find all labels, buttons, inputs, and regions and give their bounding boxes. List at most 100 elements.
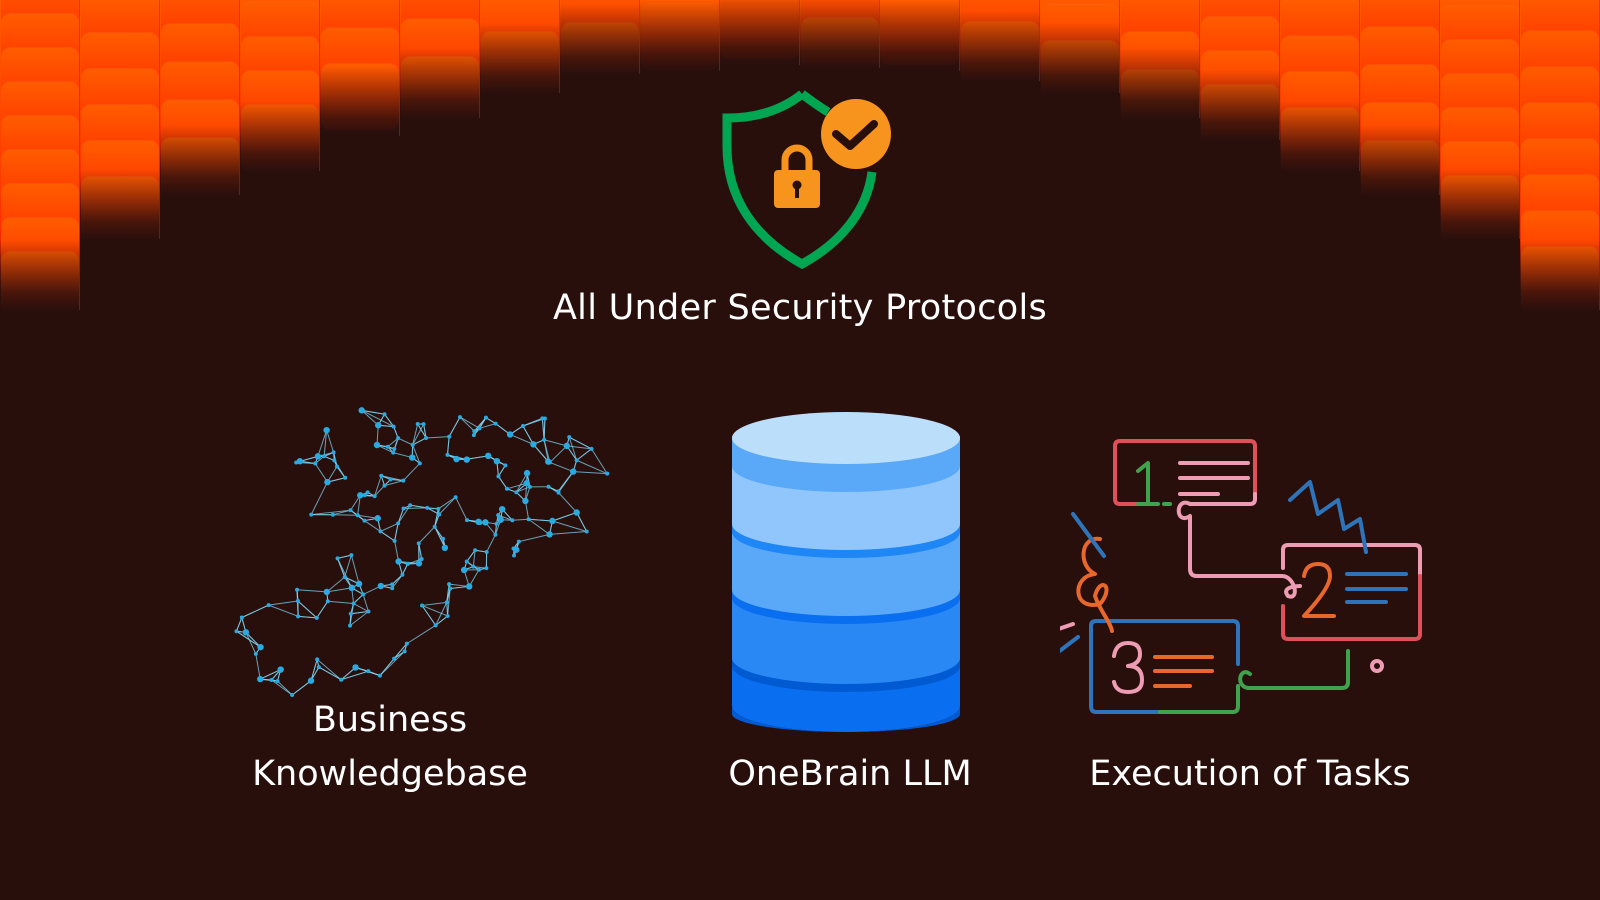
- network-edge: [310, 481, 328, 515]
- network-node: [436, 506, 441, 511]
- header-bar-pattern: [0, 0, 1600, 330]
- network-edge: [434, 526, 444, 540]
- network-edge: [241, 604, 269, 618]
- network-edge: [318, 666, 342, 681]
- network-node: [493, 421, 498, 426]
- network-node: [401, 506, 406, 511]
- network-edge: [543, 439, 567, 447]
- network-node: [447, 434, 452, 439]
- network-node: [314, 615, 319, 620]
- network-edge: [417, 423, 427, 439]
- network-node: [464, 559, 469, 564]
- network-edge: [448, 416, 461, 437]
- network-node: [322, 454, 327, 459]
- network-node: [523, 480, 530, 487]
- network-edge: [421, 605, 448, 617]
- network-edge: [406, 624, 436, 645]
- network-node: [396, 436, 401, 441]
- network-node: [493, 532, 498, 537]
- network-edge: [402, 462, 421, 481]
- network-node: [464, 518, 469, 523]
- network-node: [570, 468, 577, 475]
- network-node: [396, 521, 401, 526]
- network-node: [392, 656, 397, 661]
- network-edge: [317, 429, 328, 457]
- network-edge: [361, 409, 394, 428]
- network-node: [408, 503, 413, 508]
- network-node: [485, 452, 492, 460]
- network-edge: [532, 444, 549, 462]
- network-edge: [350, 611, 369, 615]
- network-edge: [393, 452, 413, 459]
- network-edge: [558, 492, 578, 513]
- network-node: [402, 649, 407, 654]
- network-node: [504, 486, 509, 491]
- network-edge: [479, 423, 496, 429]
- network-node: [234, 629, 239, 634]
- network-node: [314, 453, 322, 460]
- network-node: [448, 586, 453, 591]
- network-edge: [576, 459, 608, 475]
- header-bar-column: [80, 0, 160, 239]
- header-bar-column: [1120, 0, 1200, 118]
- network-node: [526, 517, 531, 522]
- network-edge: [566, 445, 592, 450]
- network-edge: [333, 460, 346, 479]
- network-edge: [434, 514, 440, 527]
- network-edge: [446, 436, 450, 455]
- network-node: [530, 441, 537, 448]
- network-node: [563, 442, 571, 450]
- network-node: [390, 582, 395, 587]
- step-3-digit: [1112, 641, 1144, 694]
- network-edge: [569, 436, 592, 450]
- network-node: [349, 553, 354, 558]
- network-node: [388, 477, 393, 482]
- network-node: [391, 424, 396, 429]
- network-node: [257, 675, 264, 683]
- network-edge: [323, 430, 328, 457]
- network-edge: [558, 471, 574, 493]
- network-node: [334, 464, 339, 469]
- network-node: [377, 673, 382, 678]
- network-node: [355, 513, 360, 518]
- network-edge: [380, 522, 399, 532]
- network-node: [401, 478, 406, 483]
- network-edge: [353, 603, 369, 612]
- network-edge: [268, 600, 298, 606]
- network-node: [365, 490, 370, 495]
- network-edge: [449, 583, 470, 587]
- network-edge: [384, 480, 404, 487]
- network-edge: [364, 520, 381, 532]
- dash-decoration-2: [1060, 635, 1080, 654]
- network-node: [408, 454, 416, 461]
- network-node: [496, 474, 501, 479]
- network-node: [307, 677, 315, 684]
- network-node: [366, 609, 371, 614]
- network-edge: [549, 531, 587, 535]
- network-edge: [349, 611, 369, 627]
- network-node: [374, 515, 381, 522]
- network-edge: [473, 566, 487, 569]
- network-edge: [316, 600, 329, 619]
- network-edge: [516, 486, 531, 493]
- network-node: [348, 611, 353, 616]
- pillar-label-llm: OneBrain LLM: [728, 754, 972, 794]
- network-edge: [407, 558, 422, 565]
- network-edge: [255, 653, 261, 680]
- network-node: [390, 586, 395, 591]
- network-edge: [410, 504, 428, 509]
- network-edge: [421, 601, 447, 606]
- network-node: [424, 435, 429, 440]
- network-edge: [298, 615, 317, 619]
- network-edge: [552, 520, 587, 532]
- network-node: [421, 422, 426, 427]
- header-bar-column: [1360, 0, 1440, 195]
- header-bar-column: [640, 0, 720, 71]
- network-node: [343, 475, 348, 480]
- network-node: [375, 421, 382, 429]
- network-edge: [361, 409, 379, 426]
- network-edge: [350, 555, 360, 585]
- network-edge: [412, 444, 421, 464]
- slash-decoration: [1071, 512, 1106, 558]
- network-node: [520, 423, 525, 428]
